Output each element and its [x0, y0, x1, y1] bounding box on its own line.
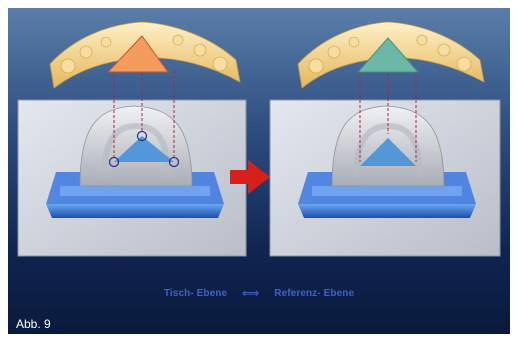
- caption-reference-plane: Referenz- Ebene: [274, 288, 354, 299]
- right-scene-reference-plane: [270, 22, 500, 256]
- figure-label: Abb. 9: [16, 317, 51, 331]
- plane-caption: Tisch- Ebene ⟺ Referenz- Ebene: [8, 286, 510, 300]
- left-scene-table-plane: [18, 22, 246, 256]
- illustration-panel: Tisch- Ebene ⟺ Referenz- Ebene Abb. 9: [8, 8, 510, 334]
- double-arrow-icon: ⟺: [242, 286, 259, 300]
- caption-table-plane: Tisch- Ebene: [164, 288, 227, 299]
